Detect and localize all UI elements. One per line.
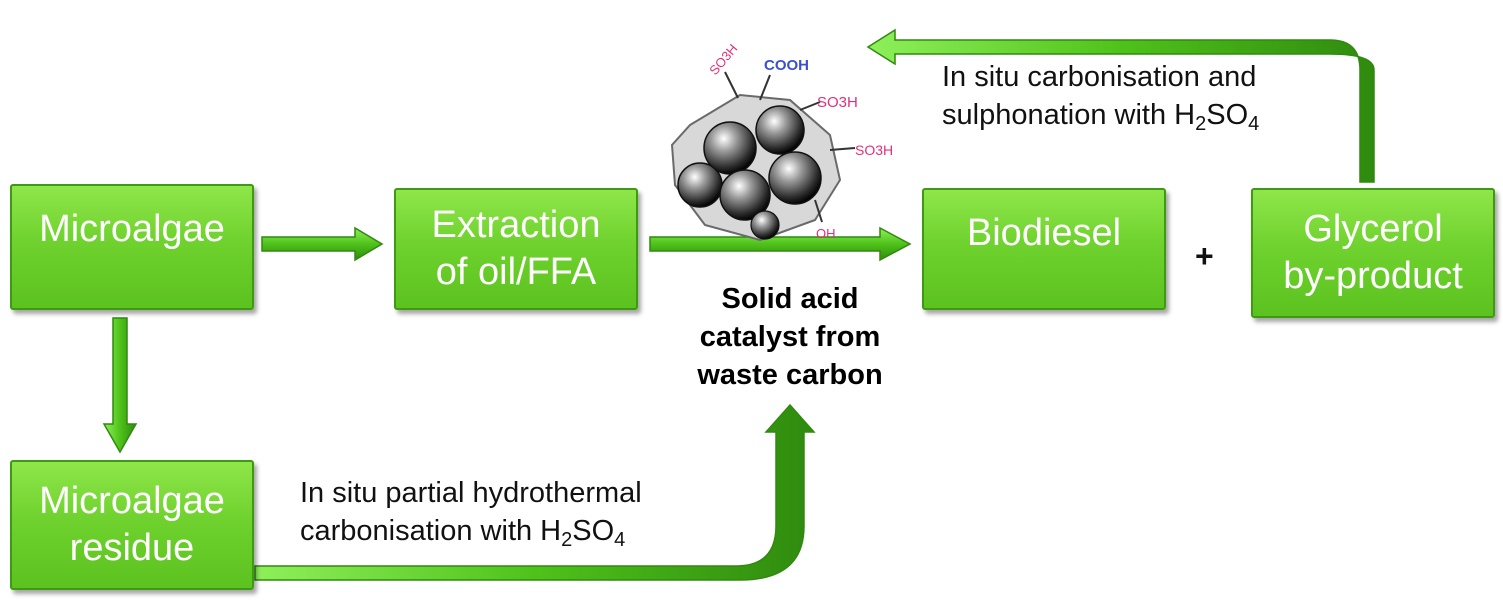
residue-label-line1: Microalgae — [39, 480, 225, 522]
residue-box: Microalgae residue — [10, 460, 254, 590]
extraction-label-line1: Extraction — [431, 204, 601, 246]
glycerol-label-line2: by-product — [1283, 255, 1463, 297]
hydroxyl-group-label: OH — [816, 226, 836, 241]
residue-label-line2: residue — [69, 527, 195, 569]
carbon-sphere — [719, 169, 771, 221]
sulfonic-group-label: SO3H — [855, 142, 893, 158]
carbon-sphere — [703, 121, 757, 175]
carbon-sphere — [768, 151, 822, 205]
extraction-label-line2: of oil/FFA — [435, 251, 597, 293]
top-process-line2: sulphonation with H2SO4 — [942, 99, 1260, 135]
top-process-line1: In situ carbonisation and — [942, 61, 1257, 93]
arrow-residue-to-catalyst — [254, 403, 816, 581]
carboxyl-group-label: COOH — [764, 57, 809, 74]
arrow-microalgae-to-residue — [102, 317, 138, 454]
biodiesel-label: Biodiesel — [966, 212, 1122, 254]
glycerol-label-line1: Glycerol — [1303, 208, 1443, 250]
bottom-process-line1: In situ partial hydrothermal — [300, 477, 642, 509]
catalyst-label-line1: Solid acid — [721, 283, 859, 315]
catalyst-label: Solid acid catalyst from waste carbon — [655, 280, 925, 394]
top-process-text: In situ carbonisation and sulphonation w… — [942, 58, 1259, 134]
sulfonic-group-label: SO3H — [706, 41, 740, 78]
carbon-sphere — [750, 210, 780, 240]
arrow-extraction-to-biodiesel — [649, 226, 912, 262]
plus-sign: + — [1195, 238, 1214, 274]
arrow-microalgae-to-extraction — [261, 226, 384, 262]
bottom-process-line2: carbonisation with H2SO4 — [300, 515, 626, 551]
microalgae-label: Microalgae — [39, 208, 225, 250]
catalyst-label-line2: catalyst from — [699, 321, 881, 353]
arrow-glycerol-to-catalyst — [866, 28, 1375, 183]
extraction-box: Extraction of oil/FFA — [394, 188, 638, 310]
carbon-sphere — [677, 162, 723, 208]
bottom-process-text: In situ partial hydrothermal carbonisati… — [300, 474, 642, 550]
catalyst-label-line3: waste carbon — [697, 359, 883, 391]
catalyst-molecule-icon: SO3H COOH SO3H SO3H OH — [670, 41, 893, 242]
microalgae-box: Microalgae — [10, 184, 254, 310]
glycerol-box: Glycerol by-product — [1251, 188, 1495, 318]
sulfonic-group-label: SO3H — [817, 94, 858, 111]
biodiesel-box: Biodiesel — [922, 188, 1166, 310]
carbon-sphere — [755, 105, 805, 155]
